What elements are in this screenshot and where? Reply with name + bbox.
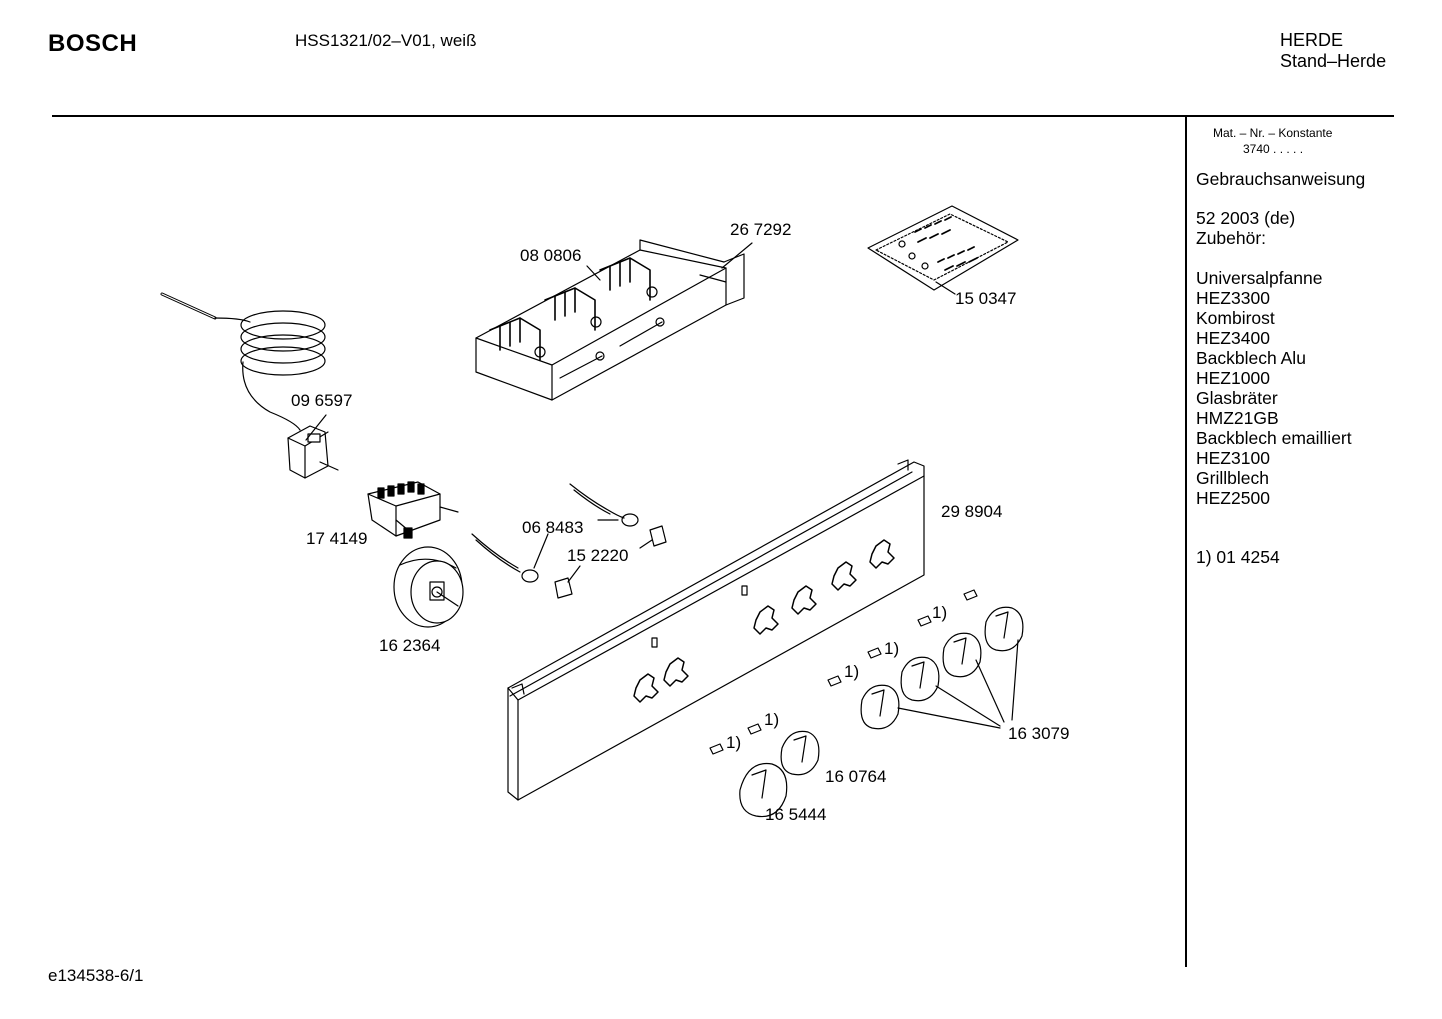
footnote-marker: 1): [764, 710, 780, 729]
screw-bag-drawing: [868, 206, 1018, 294]
model-number: HSS1321/02–V01, weiß: [295, 31, 477, 50]
header-divider: [52, 115, 1394, 117]
footnote-marker: 1): [844, 662, 860, 681]
sidebar-line: Backblech Alu: [1196, 348, 1306, 368]
selector-switch-drawing: [368, 482, 458, 538]
sidebar-line: Universalpfanne: [1196, 268, 1323, 288]
sidebar-line: Grillblech: [1196, 468, 1269, 488]
sidebar-divider: [1185, 117, 1187, 967]
knobs-drawing: [710, 590, 1023, 817]
thermostat-sensor-drawing: [162, 294, 338, 478]
control-panel-drawing: [508, 460, 924, 800]
sidebar-line: Glasbräter: [1196, 388, 1278, 408]
part-label: 16 5444: [765, 805, 827, 824]
part-label: 17 4149: [306, 529, 368, 548]
part-label: 08 0806: [520, 246, 582, 265]
mat-nr-value: 3740 . . . . .: [1243, 142, 1304, 156]
document-id: e134538-6/1: [48, 966, 144, 985]
sidebar-line: HEZ1000: [1196, 368, 1270, 388]
leader-lines: [306, 243, 752, 530]
part-label: 29 8904: [941, 502, 1003, 521]
subcategory: Stand–Herde: [1280, 51, 1387, 71]
sidebar-line: Backblech emailliert: [1196, 428, 1352, 448]
sidebar-line: 1) 01 4254: [1196, 547, 1280, 567]
timer-drawing: [394, 547, 463, 627]
sidebar-line: Zubehör:: [1196, 228, 1267, 248]
sidebar-line: HEZ2500: [1196, 488, 1270, 508]
sidebar-line: HEZ3300: [1196, 288, 1270, 308]
footnote-marker: 1): [932, 603, 948, 622]
sidebar-line: HEZ3400: [1196, 328, 1270, 348]
footnote-marker: 1): [884, 639, 900, 658]
part-label: 16 3079: [1008, 724, 1070, 743]
sidebar-line: Kombirost: [1196, 308, 1275, 328]
sidebar-line: 52 2003 (de): [1196, 208, 1296, 228]
sidebar-line: HMZ21GB: [1196, 408, 1279, 428]
mat-nr-label: Mat. – Nr. – Konstante: [1213, 126, 1333, 140]
part-label: 16 0764: [825, 767, 887, 786]
part-label: 15 0347: [955, 289, 1017, 308]
sidebar-line: HEZ3100: [1196, 448, 1270, 468]
part-label: 16 2364: [379, 636, 441, 655]
part-label: 15 2220: [567, 546, 629, 565]
terminal-block-drawing: [476, 240, 744, 400]
part-label: 09 6597: [291, 391, 353, 410]
brand-logo: BOSCH: [48, 30, 138, 57]
part-label: 26 7292: [730, 220, 792, 239]
sidebar-line: Gebrauchsanweisung: [1196, 169, 1366, 189]
part-label: 06 8483: [522, 518, 584, 537]
category: HERDE: [1280, 30, 1344, 50]
cable-lugs-drawing: [472, 484, 666, 598]
footnote-marker: 1): [726, 733, 742, 752]
